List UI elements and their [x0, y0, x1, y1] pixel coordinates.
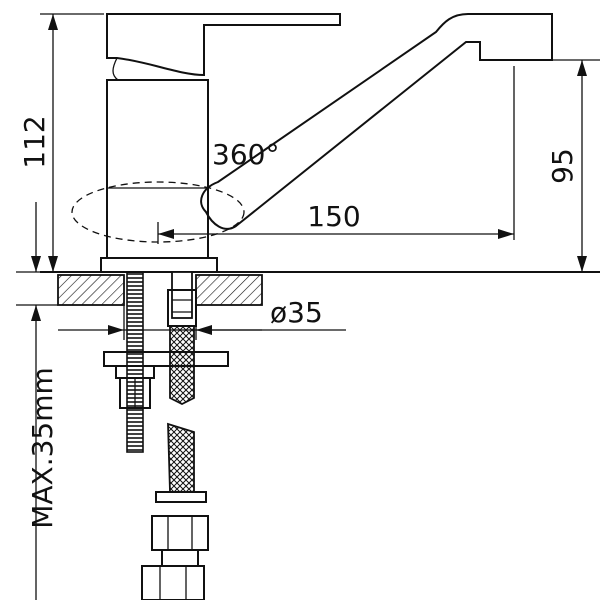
- dimension-height-total: 112: [18, 13, 104, 272]
- swivel-spout: [200, 13, 553, 230]
- dimension-base-diameter: ø35: [58, 296, 346, 340]
- dimension-spout-height: 95: [488, 59, 600, 272]
- base-flange: [100, 257, 218, 273]
- hose-nut-upper: [151, 515, 209, 551]
- faucet-body: [100, 79, 218, 273]
- flexible-hose: [141, 271, 209, 600]
- label-base-diameter: ø35: [270, 296, 323, 329]
- fixing-nut: [119, 377, 151, 409]
- lever-handle: [106, 13, 341, 81]
- counter-section-right: [195, 274, 263, 306]
- counter-section-left: [57, 274, 125, 306]
- mounting-stud: [103, 271, 229, 453]
- dimension-spout-reach: 150: [157, 66, 515, 244]
- label-max-thickness: MAX.35mm: [26, 367, 59, 529]
- hose-nut-lower: [141, 565, 205, 600]
- fixing-plate: [103, 351, 229, 367]
- body-cylinder: [106, 79, 209, 259]
- label-rotation: 360°: [212, 138, 279, 171]
- countertop: [40, 271, 600, 306]
- dimension-max-thickness: MAX.35mm: [16, 202, 59, 600]
- label-spout-height: 95: [546, 148, 579, 184]
- label-spout-reach: 150: [307, 200, 360, 233]
- label-height-total: 112: [18, 115, 51, 168]
